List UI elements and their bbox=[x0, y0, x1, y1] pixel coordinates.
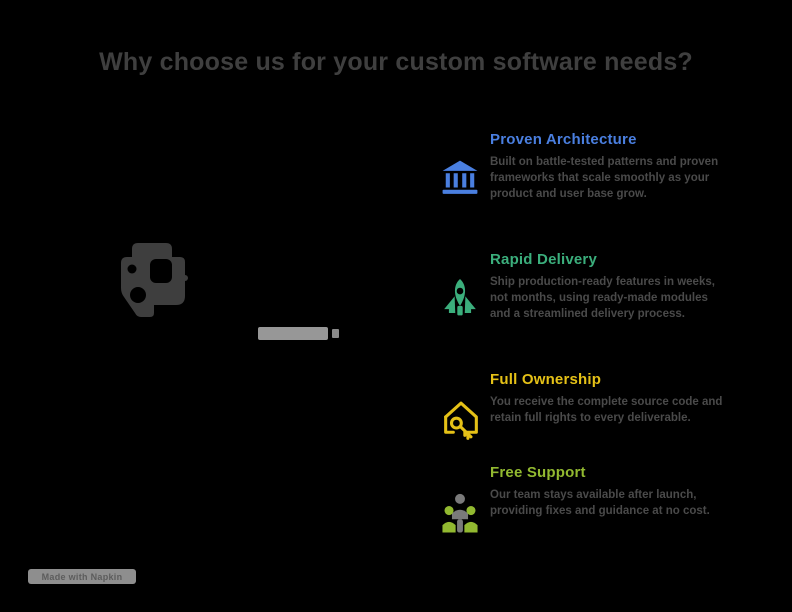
feature-title: Full Ownership bbox=[490, 371, 602, 388]
feature-description: Built on battle-tested patterns and prov… bbox=[490, 156, 719, 200]
feature-full-ownership: Full Ownership You receive the complete … bbox=[441, 371, 741, 440]
feature-free-support: Free Support Our team bbox=[441, 464, 741, 533]
house-key-icon bbox=[441, 397, 479, 440]
feature-description: You receive the complete source code and… bbox=[490, 396, 723, 424]
feature-rapid-delivery: Rapid Delivery Ship production-ready fea… bbox=[441, 251, 741, 323]
page-title: Why choose us for your custom software n… bbox=[99, 48, 693, 76]
people-icon bbox=[441, 490, 479, 533]
caption-bar-end bbox=[332, 329, 339, 338]
feature-proven-architecture: Proven Architecture Built on battle-test… bbox=[441, 131, 741, 203]
feature-description: Our team stays available after launch, p… bbox=[490, 489, 710, 517]
sketch-illustration bbox=[116, 241, 188, 319]
feature-title: Rapid Delivery bbox=[490, 251, 598, 268]
feature-title: Free Support bbox=[490, 464, 586, 481]
caption-bar bbox=[258, 327, 328, 340]
watermark-badge[interactable]: Made with Napkin bbox=[28, 569, 136, 584]
rocket-icon bbox=[441, 277, 479, 319]
feature-description: Ship production-ready features in weeks,… bbox=[490, 276, 715, 320]
bank-icon bbox=[441, 157, 479, 199]
sketch-figure-icon bbox=[121, 243, 188, 317]
feature-title: Proven Architecture bbox=[490, 131, 637, 148]
